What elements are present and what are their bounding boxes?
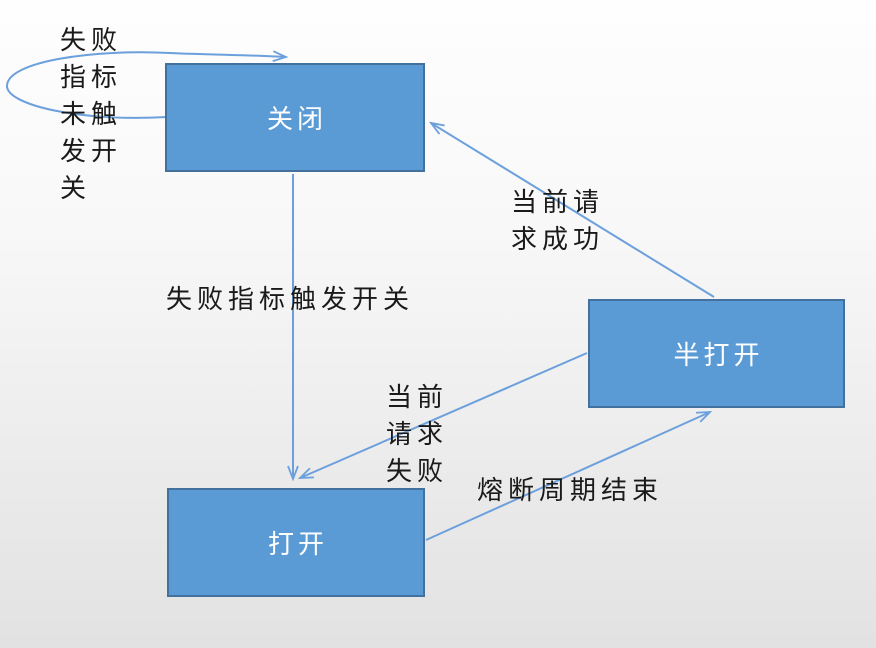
edge-label-closed-to-open: 失败指标触发开关 xyxy=(166,284,415,314)
state-label-half-open: 半打开 xyxy=(673,340,764,370)
edge-label-open-to-half: 熔断周期结束 xyxy=(477,475,664,505)
state-label-open: 打开 xyxy=(267,529,328,559)
state-box-open: 打开 xyxy=(167,488,425,597)
edge-half-to-closed xyxy=(431,123,715,298)
edge-label-closed-self-loop: 失败指标未触发开关 xyxy=(60,25,123,203)
state-box-half-open: 半打开 xyxy=(588,299,845,408)
state-label-closed: 关闭 xyxy=(266,104,327,134)
edge-open-to-half xyxy=(425,412,710,541)
edge-label-half-to-open: 当前请求失败 xyxy=(386,382,449,486)
edge-half-to-open xyxy=(300,352,588,478)
edge-closed-self-loop xyxy=(5,52,286,119)
state-box-closed: 关闭 xyxy=(165,63,425,172)
edge-label-half-to-closed: 当前请求成功 xyxy=(511,187,605,254)
